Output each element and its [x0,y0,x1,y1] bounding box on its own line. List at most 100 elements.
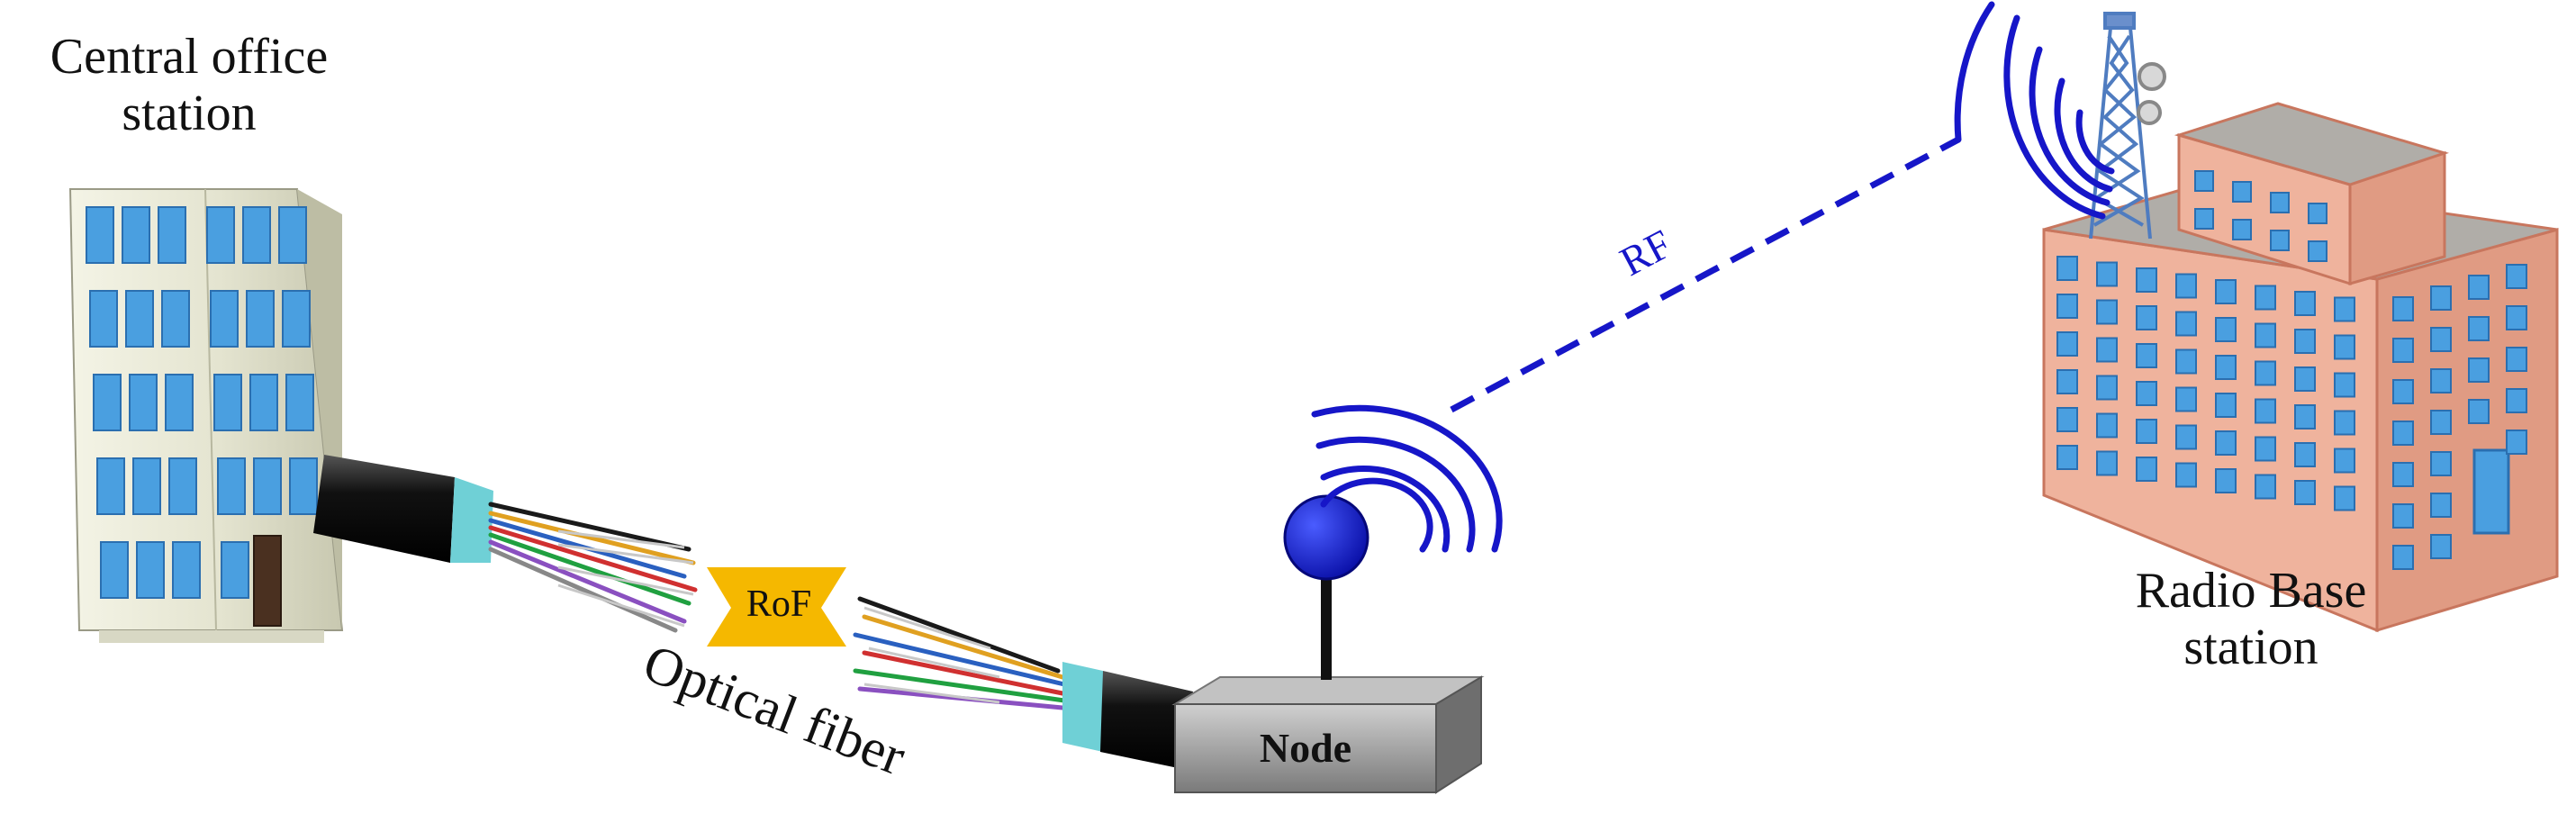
window [129,374,158,431]
window [2308,240,2327,262]
window [2468,316,2490,341]
window [2334,485,2355,511]
window [2136,343,2157,368]
rof-badge [707,567,846,647]
radio-base-windows [2056,170,2527,570]
window [2430,534,2452,559]
window [2506,347,2527,372]
window [2334,410,2355,436]
window [158,206,186,264]
window [2096,450,2118,476]
central-office-building [68,188,344,643]
window [2294,404,2316,430]
window [2430,410,2452,435]
central-office-label-line2: station [122,85,257,141]
window [2096,299,2118,325]
window [2430,493,2452,518]
fiber-cable-right [853,596,1193,770]
window [2232,219,2252,240]
window [2430,451,2452,476]
window [2294,291,2316,316]
radio-base-label-line2: station [2183,619,2318,675]
window [2506,305,2527,330]
window [2096,375,2118,401]
node-antenna [1283,494,1369,680]
rof-label: RoF [746,583,812,625]
window [2334,448,2355,474]
window [2294,480,2316,505]
window [2468,275,2490,300]
radio-base-label-line1: Radio Base [2135,563,2367,619]
window [2255,322,2276,348]
window [2056,331,2078,357]
window [2136,419,2157,444]
window [206,206,235,264]
window [2255,474,2276,500]
window [2506,264,2527,289]
window [2232,181,2252,203]
window [161,290,190,348]
window [210,290,239,348]
window [2270,192,2290,213]
window [2334,334,2355,360]
window [2215,430,2237,456]
fiber-cable-left [313,455,698,633]
window [2056,294,2078,319]
window [136,541,165,599]
window [172,541,201,599]
window [2468,399,2490,424]
window [100,541,129,599]
window [2392,421,2414,446]
window [2215,393,2237,418]
window [2334,296,2355,322]
window [246,290,275,348]
window [2194,208,2214,230]
window [2136,381,2157,406]
window [132,457,161,515]
window [2175,386,2197,412]
window [2270,230,2290,251]
central-office-label-line1: Central office [50,29,329,85]
window [122,206,150,264]
window [2506,388,2527,413]
window [2136,305,2157,330]
window [2136,457,2157,482]
window [285,374,314,431]
central-office-label: Central office station [0,29,378,141]
window [2430,368,2452,393]
window [2392,503,2414,529]
window [289,457,318,515]
window [2392,462,2414,487]
window [2215,355,2237,380]
window [2334,372,2355,398]
window [249,374,278,431]
transmission-tower [2089,12,2166,240]
window [2468,357,2490,383]
window [89,290,118,348]
window [2506,430,2527,455]
window [2215,279,2237,304]
window [168,457,197,515]
node-label: Node [1259,725,1352,771]
window [2430,327,2452,352]
window [2096,337,2118,363]
window [217,457,246,515]
window [2294,442,2316,467]
window [2175,311,2197,337]
window [2056,256,2078,281]
rf-link-dashed [1450,136,1960,413]
window [2255,398,2276,424]
window [165,374,194,431]
window [2194,170,2214,192]
window [2175,424,2197,450]
window [213,374,242,431]
window [2215,468,2237,493]
node-box [1171,675,1485,794]
window [2215,317,2237,342]
window [2392,296,2414,321]
window [2255,436,2276,462]
window [2255,285,2276,311]
window [2308,203,2327,224]
rf-wave-icon [1311,404,1503,553]
